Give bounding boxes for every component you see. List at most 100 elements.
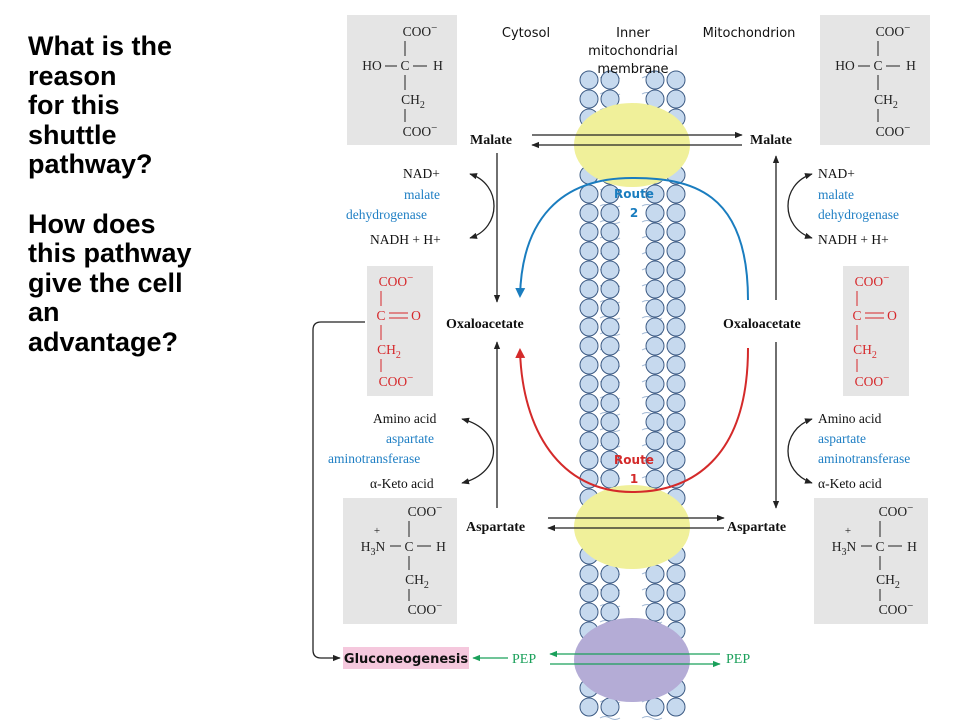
structure-text: 2 bbox=[396, 350, 401, 361]
lipid-head bbox=[645, 336, 665, 356]
lipid-head bbox=[645, 374, 665, 394]
mitochondrion-label: Mitochondrion bbox=[703, 26, 796, 41]
structure-text: 3 bbox=[371, 547, 376, 558]
svg-text:H3N: H3N bbox=[832, 539, 857, 558]
structure-text: − bbox=[883, 372, 889, 384]
lipid-head bbox=[579, 260, 599, 280]
lipid-head bbox=[600, 469, 620, 489]
lipid-head bbox=[600, 583, 620, 603]
route-1-label: Route bbox=[614, 453, 654, 467]
structure-text: H bbox=[907, 539, 917, 554]
nadh-label-right: NADH + H+ bbox=[818, 232, 889, 247]
question-line: an bbox=[28, 297, 60, 327]
svg-text:CH2: CH2 bbox=[853, 342, 877, 361]
structure-text: + bbox=[845, 525, 851, 537]
lipid-head bbox=[579, 336, 599, 356]
lipid-head bbox=[600, 203, 620, 223]
lipid-head bbox=[666, 260, 686, 280]
structure-text: − bbox=[431, 122, 437, 134]
route-2-number: 2 bbox=[630, 206, 638, 220]
question-line: shuttle bbox=[28, 119, 117, 150]
structure-text: COO bbox=[879, 504, 908, 519]
svg-text:COO−: COO− bbox=[855, 372, 890, 389]
lipid-head bbox=[666, 298, 686, 318]
lipid-head bbox=[579, 374, 599, 394]
question-line: How does bbox=[28, 208, 156, 239]
gluconeogenesis-box bbox=[343, 647, 469, 669]
route-2-arrow bbox=[515, 176, 749, 301]
malate-dh-cofactor-curve-right bbox=[787, 173, 813, 239]
lipid-head bbox=[645, 203, 665, 223]
question-line: What is the bbox=[28, 31, 173, 61]
lipid-head bbox=[645, 298, 665, 318]
aspartate-label-left: Aspartate bbox=[466, 520, 525, 535]
lipid-head bbox=[645, 260, 665, 280]
lipid-head bbox=[645, 70, 665, 90]
lipid-head bbox=[579, 564, 599, 584]
svg-text:COO−: COO− bbox=[379, 372, 414, 389]
malate-label-right: Malate bbox=[750, 133, 792, 148]
lipid-head bbox=[600, 412, 620, 432]
lipid-head bbox=[600, 450, 620, 470]
lipid-head bbox=[579, 697, 599, 717]
structure-text: C bbox=[400, 58, 409, 73]
lipid-head bbox=[666, 317, 686, 337]
structure-text: CH bbox=[876, 572, 895, 587]
lipid-tail bbox=[599, 716, 621, 720]
structure-text: C bbox=[875, 539, 884, 554]
inner-membrane bbox=[574, 70, 690, 720]
structure-text: − bbox=[883, 272, 889, 284]
svg-text:COO−: COO− bbox=[879, 600, 914, 617]
lipid-head bbox=[645, 241, 665, 261]
route-1-arrow bbox=[515, 347, 749, 494]
structure-text: O bbox=[887, 308, 897, 323]
gluconeogenesis-label: Gluconeogenesis bbox=[344, 652, 468, 667]
svg-text:CH2: CH2 bbox=[876, 572, 900, 591]
question-2: How does this pathway give the cell an a… bbox=[28, 208, 268, 358]
lipid-head bbox=[666, 697, 686, 717]
route-1-number: 1 bbox=[630, 472, 638, 486]
structure-text: H bbox=[832, 539, 842, 554]
svg-text:COO−: COO− bbox=[403, 122, 438, 139]
oxaloacetate-structure-left: COO− C O CH2 COO− bbox=[367, 266, 433, 396]
nad-label-left: NAD+ bbox=[403, 166, 440, 181]
lipid-head bbox=[666, 450, 686, 470]
svg-text:COO−: COO− bbox=[379, 272, 414, 289]
structure-text: C bbox=[404, 539, 413, 554]
lipid-head bbox=[666, 241, 686, 261]
lipid-head bbox=[645, 317, 665, 337]
structure-text: H bbox=[906, 58, 916, 73]
lipid-head bbox=[600, 431, 620, 451]
question-text: What is the reason for this shuttle path… bbox=[28, 31, 268, 358]
structure-text: COO bbox=[876, 24, 905, 39]
structure-text: COO bbox=[855, 374, 884, 389]
structure-text: N bbox=[847, 539, 857, 554]
lipid-head bbox=[645, 412, 665, 432]
lipid-head bbox=[600, 70, 620, 90]
structure-text: O bbox=[411, 308, 421, 323]
aminotransferase-cofactor-curve-left bbox=[461, 417, 495, 485]
lipid-head bbox=[579, 355, 599, 375]
pep-label-right: PEP bbox=[726, 652, 750, 667]
structure-text: COO bbox=[879, 602, 908, 617]
structure-text: CH bbox=[377, 342, 396, 357]
lipid-head bbox=[579, 412, 599, 432]
lipid-head bbox=[645, 279, 665, 299]
lipid-head bbox=[579, 89, 599, 109]
structure-text: COO bbox=[408, 504, 437, 519]
lipid-head bbox=[579, 279, 599, 299]
lipid-head bbox=[645, 184, 665, 204]
structure-text: + bbox=[374, 525, 380, 537]
lipid-head bbox=[666, 89, 686, 109]
lipid-head bbox=[666, 70, 686, 90]
structure-text: − bbox=[407, 272, 413, 284]
enzyme-label-right: aminotransferase bbox=[818, 451, 910, 466]
structure-text: COO bbox=[403, 24, 432, 39]
structure-text: 2 bbox=[420, 100, 425, 111]
structure-text: COO bbox=[876, 124, 905, 139]
question-line: give the cell bbox=[28, 267, 183, 298]
lipid-head bbox=[645, 602, 665, 622]
svg-text:COO−: COO− bbox=[408, 502, 443, 519]
structure-text: 2 bbox=[893, 100, 898, 111]
lipid-head bbox=[579, 602, 599, 622]
